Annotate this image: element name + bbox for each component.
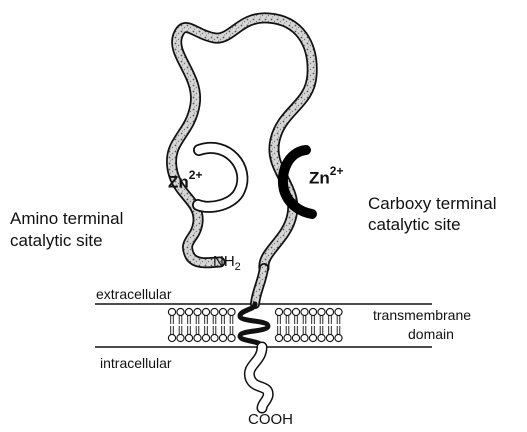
protein-chain <box>172 18 313 408</box>
lipid-tail <box>278 326 281 335</box>
lipid-tail <box>329 316 332 325</box>
lipid-tail <box>179 326 182 335</box>
lipid-head <box>335 334 342 341</box>
zn-right-label: Zn2+ <box>309 166 343 189</box>
lipid-head <box>211 308 218 315</box>
lipid-tail <box>312 316 315 325</box>
zn-right-base: Zn <box>309 169 330 188</box>
lipid-tail <box>213 316 216 325</box>
lipid-head <box>185 308 192 315</box>
transmembrane-label-line2: domain <box>408 326 454 343</box>
lipid-bilayer-right <box>275 308 342 341</box>
lipid-tail <box>171 316 174 325</box>
lipid-head <box>219 334 226 341</box>
lipid-tail <box>196 316 199 325</box>
zn-left-charge: 2+ <box>189 168 203 182</box>
lipid-tail <box>205 326 208 335</box>
lipid-head <box>185 334 192 341</box>
lipid-head <box>284 308 291 315</box>
zn-left-base: Zn <box>168 173 189 192</box>
lipid-head <box>202 334 209 341</box>
lipid-bilayer-left <box>168 308 235 341</box>
lipid-head <box>326 334 333 341</box>
carboxy-zinc-site <box>283 150 312 214</box>
lipid-head <box>284 334 291 341</box>
nh-sub: 2 <box>235 261 241 273</box>
lipid-tail <box>337 316 340 325</box>
lipid-head <box>219 308 226 315</box>
lipid-head <box>309 308 316 315</box>
extracellular-label: extracellular <box>96 286 171 303</box>
carboxy-label-line2: catalytic site <box>368 214 461 235</box>
transmembrane-label-line1: transmembrane <box>373 307 471 324</box>
lipid-head <box>301 334 308 341</box>
lipid-tail <box>295 326 298 335</box>
intracellular-label: intracellular <box>100 355 172 372</box>
lipid-tail <box>312 326 315 335</box>
zn-left-label: Zn2+ <box>168 170 202 193</box>
lipid-head <box>275 308 282 315</box>
amino-label-line1: Amino terminal <box>10 208 123 229</box>
lipid-tail <box>303 316 306 325</box>
lipid-head <box>275 334 282 341</box>
lipid-head <box>326 308 333 315</box>
lipid-tail <box>303 326 306 335</box>
amino-label-line2: catalytic site <box>10 230 103 251</box>
lipid-head <box>177 334 184 341</box>
lipid-tail <box>320 326 323 335</box>
lipid-tail <box>329 326 332 335</box>
lipid-tail <box>188 316 191 325</box>
lipid-tail <box>171 326 174 335</box>
lipid-tail <box>205 316 208 325</box>
lipid-head <box>211 334 218 341</box>
cooh-label: COOH <box>248 411 293 429</box>
lipid-tail <box>295 316 298 325</box>
lipid-tail <box>222 316 225 325</box>
lipid-head <box>228 308 235 315</box>
lipid-tail <box>286 326 289 335</box>
lipid-tail <box>188 326 191 335</box>
nh2-label: NH2 <box>213 253 241 276</box>
lipid-tail <box>222 326 225 335</box>
carboxy-label-line1: Carboxy terminal <box>368 193 497 214</box>
lipid-head <box>318 334 325 341</box>
lipid-tail <box>320 316 323 325</box>
lipid-head <box>318 308 325 315</box>
lipid-head <box>292 308 299 315</box>
lipid-head <box>194 334 201 341</box>
lipid-tail <box>278 316 281 325</box>
lipid-tail <box>179 316 182 325</box>
lipid-tail <box>337 326 340 335</box>
lipid-head <box>335 308 342 315</box>
lipid-head <box>202 308 209 315</box>
lipid-tail <box>286 316 289 325</box>
nh-base: NH <box>213 253 235 270</box>
zn-right-charge: 2+ <box>330 164 344 178</box>
lipid-head <box>228 334 235 341</box>
lipid-tail <box>196 326 199 335</box>
lipid-head <box>292 334 299 341</box>
lipid-head <box>194 308 201 315</box>
lipid-head <box>177 308 184 315</box>
lipid-head <box>309 334 316 341</box>
transmembrane-coil <box>240 304 268 347</box>
lipid-tail <box>230 316 233 325</box>
lipid-head <box>301 308 308 315</box>
amino-zinc-site <box>198 148 242 207</box>
lipid-head <box>168 334 175 341</box>
lipid-head <box>168 308 175 315</box>
lipid-tail <box>213 326 216 335</box>
lipid-tail <box>230 326 233 335</box>
